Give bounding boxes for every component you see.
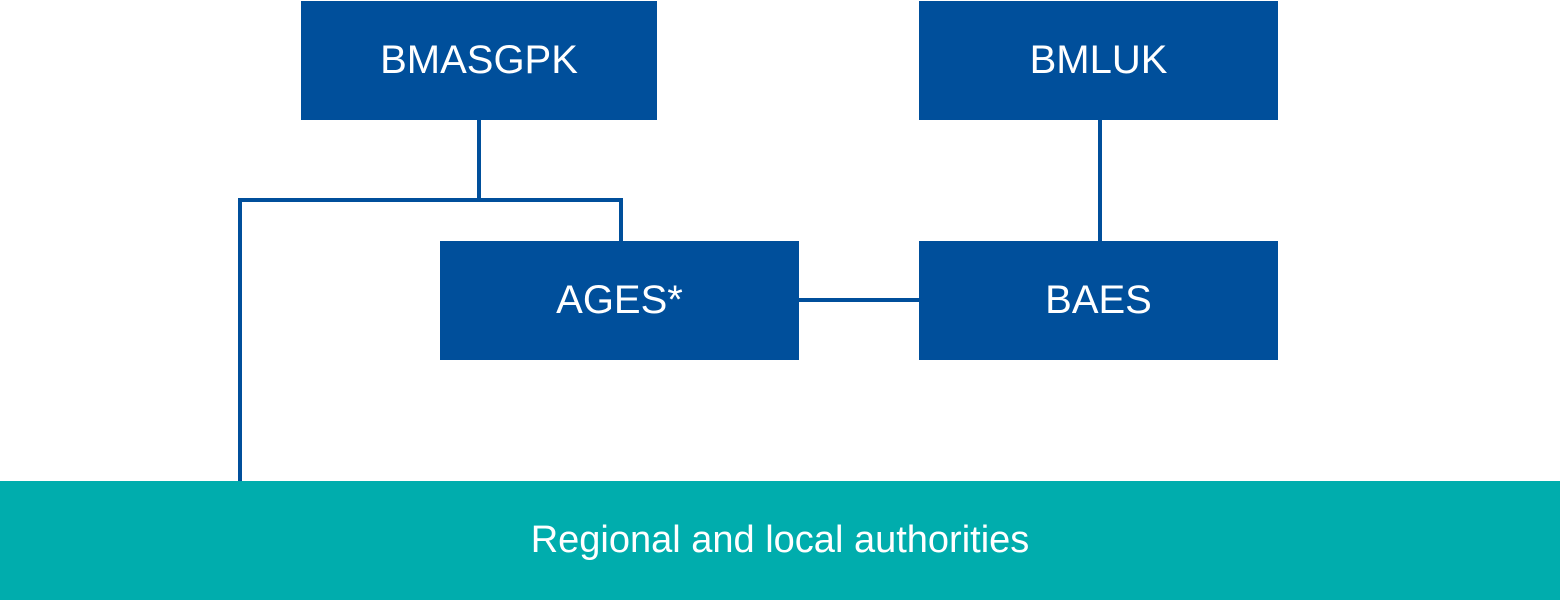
node-label: BMASGPK [380, 38, 578, 82]
connector-bmasgpk-down [477, 120, 481, 200]
connector-to-authorities [238, 198, 242, 481]
node-label: BMLUK [1029, 38, 1168, 82]
connector-ages-baes [799, 298, 919, 302]
node-ages: AGES* [440, 241, 799, 360]
connector-bmluk-baes [1098, 120, 1102, 241]
connector-to-ages [619, 198, 623, 241]
connector-horizontal-branch [238, 198, 623, 202]
node-regional-local-authorities: Regional and local authorities [0, 481, 1560, 600]
node-label: Regional and local authorities [530, 519, 1030, 561]
node-label: BAES [1045, 278, 1152, 322]
node-bmluk: BMLUK [919, 1, 1278, 120]
node-bmasgpk: BMASGPK [301, 1, 657, 120]
node-label: AGES* [556, 278, 683, 322]
node-baes: BAES [919, 241, 1278, 360]
